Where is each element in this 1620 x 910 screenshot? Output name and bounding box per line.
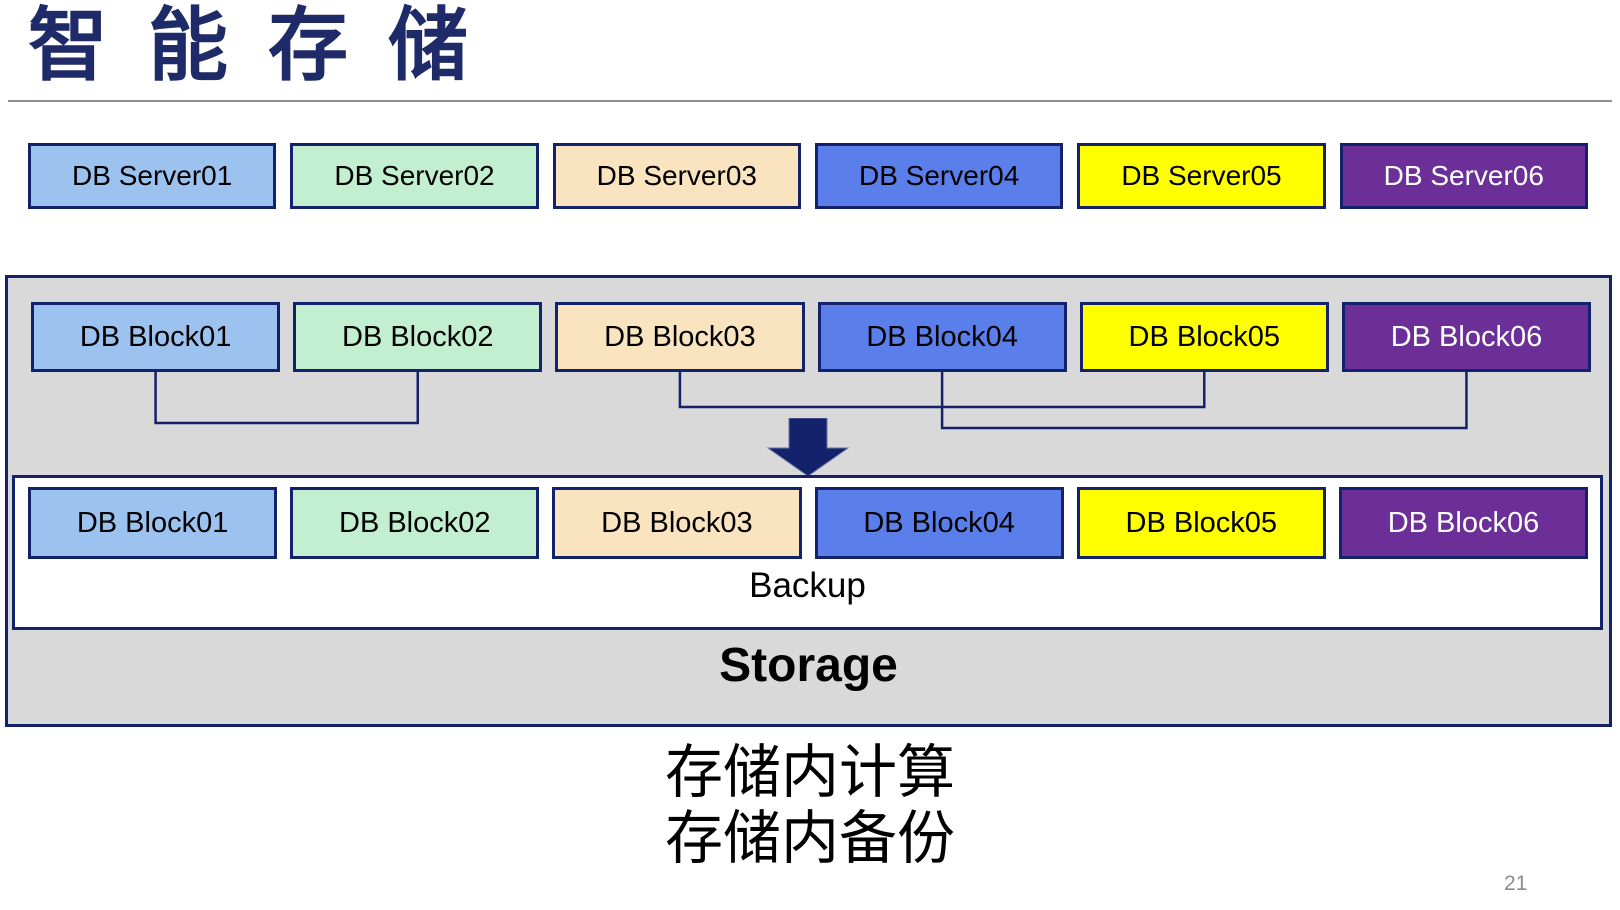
block2-box-2: DB Block02 [290,487,540,559]
caption: 存储内计算 存储内备份 [0,740,1620,872]
block1-box-6: DB Block06 [1341,302,1592,372]
caption-line-1: 存储内计算 [664,740,955,805]
block2-box-1: DB Block01 [28,487,278,559]
backup-label: Backup [749,566,866,605]
server-box-5: DB Server05 [1077,143,1326,209]
block1-box-3: DB Block03 [555,302,805,372]
storage-container: DB Block01 DB Block02 DB Block03 DB Bloc… [5,275,1612,727]
down-arrow-icon [766,418,850,477]
block2-box-5: DB Block05 [1076,487,1326,559]
server-box-3: DB Server03 [552,143,801,209]
server-box-4: DB Server04 [814,143,1064,209]
block1-box-5: DB Block05 [1079,302,1329,372]
page-number: 21 [1504,872,1528,895]
block-row-2: DB Block01 DB Block02 DB Block03 DB Bloc… [28,487,1589,559]
server-box-6: DB Server06 [1339,143,1588,209]
caption-line-2: 存储内备份 [664,806,955,871]
server-box-2: DB Server02 [290,143,539,209]
block2-box-3: DB Block03 [552,487,802,559]
title-underline [8,100,1612,102]
backup-container: DB Block01 DB Block02 DB Block03 DB Bloc… [12,475,1603,630]
slide-title: 智能存储 [28,1,508,90]
block1-box-2: DB Block02 [293,302,543,372]
block-row-1: DB Block01 DB Block02 DB Block03 DB Bloc… [31,302,1592,372]
server-box-1: DB Server01 [28,143,277,209]
block1-box-1: DB Block01 [31,302,281,372]
server-row: DB Server01 DB Server02 DB Server03 DB S… [28,143,1588,209]
block2-box-6: DB Block06 [1338,487,1589,559]
block2-box-4: DB Block04 [814,487,1064,559]
block1-box-4: DB Block04 [817,302,1067,372]
storage-label: Storage [719,639,898,692]
